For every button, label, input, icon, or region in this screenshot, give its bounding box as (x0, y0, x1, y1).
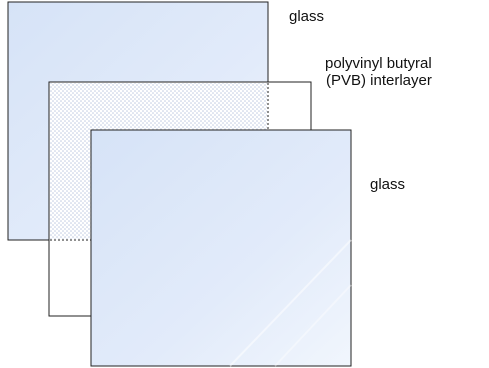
glass-front-sheen-1 (229, 239, 352, 367)
label-glass-bottom: glass (370, 176, 406, 193)
glass-front-sheen-2 (274, 284, 352, 367)
label-glass-top: glass (289, 8, 325, 25)
label-pvb-line-1: polyvinyl butyral (325, 55, 432, 72)
glass-pane-front (90, 129, 352, 367)
label-pvb-line-2: (PVB) interlayer (326, 72, 432, 89)
